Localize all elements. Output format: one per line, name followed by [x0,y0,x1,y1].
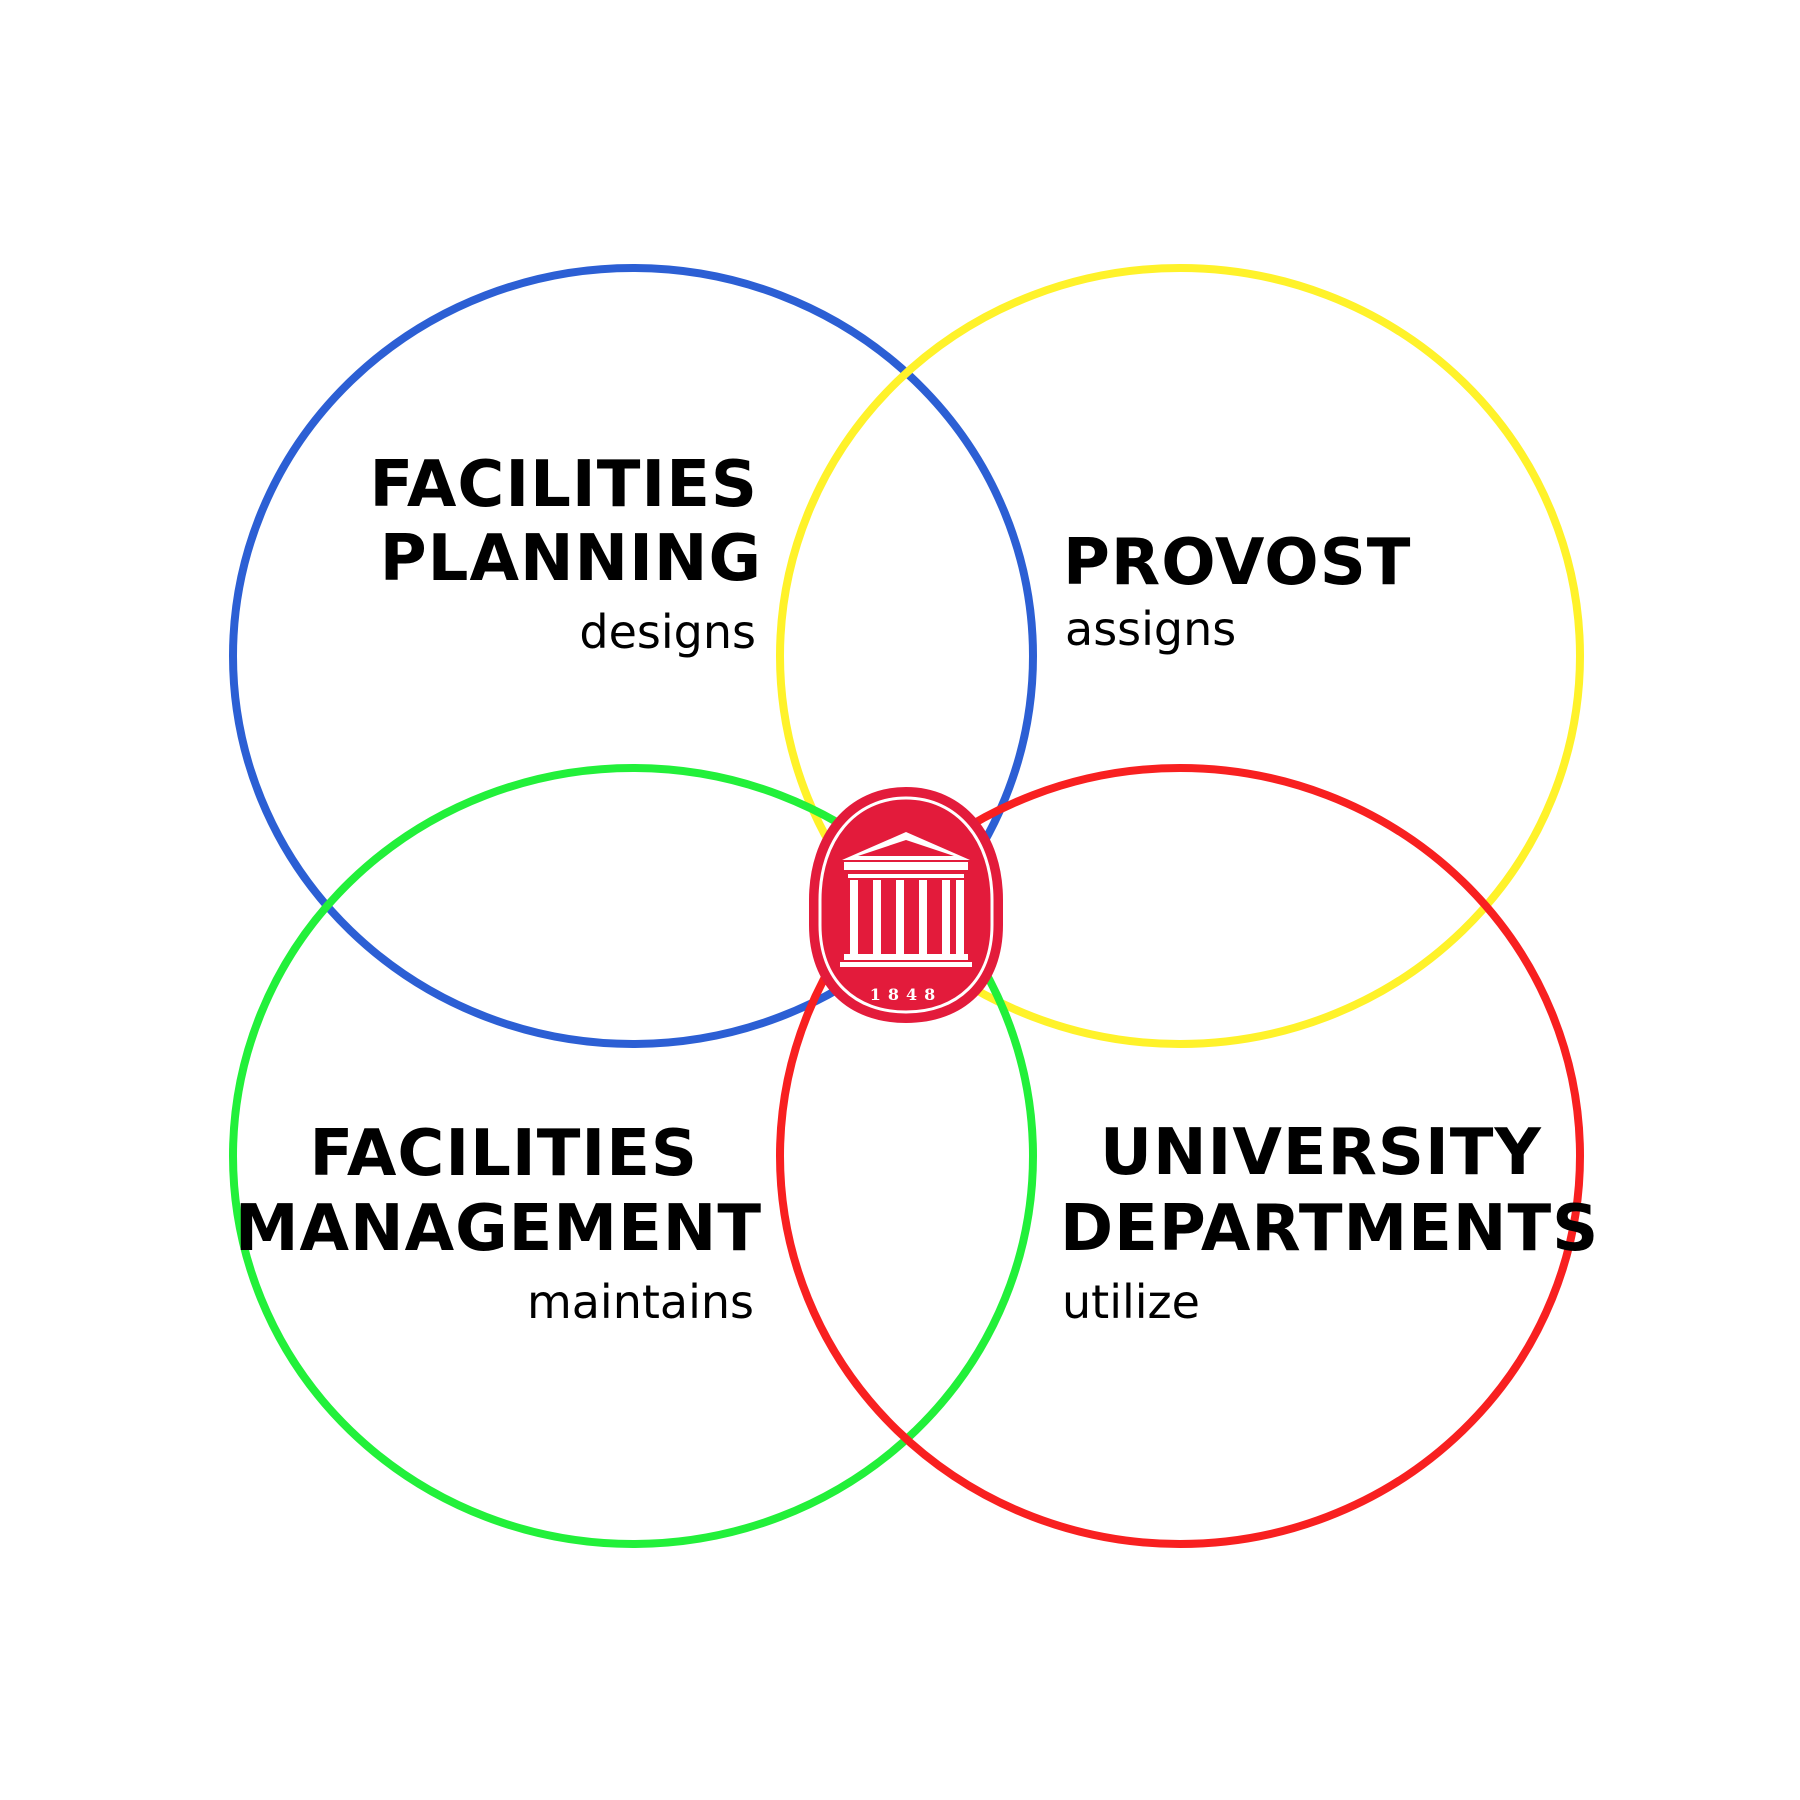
ring-facilities-management [229,764,1037,1548]
title-line: MANAGEMENT [235,1192,762,1266]
ring-facilities-planning [229,264,1037,1048]
verb-label: maintains [527,1275,754,1329]
label-facilities-planning: FACILITIES PLANNING designs [369,448,762,659]
title-line: FACILITIES [369,448,758,522]
university-logo: 1848 [809,786,1003,1024]
title-line: DEPARTMENTS [1060,1192,1599,1266]
logo-inner-border [818,796,994,1014]
label-provost: PROVOST assigns [1063,526,1411,656]
title-line: FACILITIES [309,1117,698,1191]
verb-label: assigns [1065,602,1236,656]
title-line: PLANNING [380,522,762,596]
label-facilities-management: FACILITIES MANAGEMENT maintains [235,1117,762,1329]
label-university-departments: UNIVERSITY DEPARTMENTS utilize [1060,1116,1599,1329]
title-line: UNIVERSITY [1100,1116,1542,1190]
logo-year: 1848 [870,985,943,1004]
verb-label: utilize [1062,1275,1200,1329]
lyceum-building-icon [840,832,972,967]
ring-provost [776,264,1584,1048]
title-line: PROVOST [1063,526,1411,600]
verb-label: designs [579,605,756,659]
ring-university-departments [776,764,1584,1548]
